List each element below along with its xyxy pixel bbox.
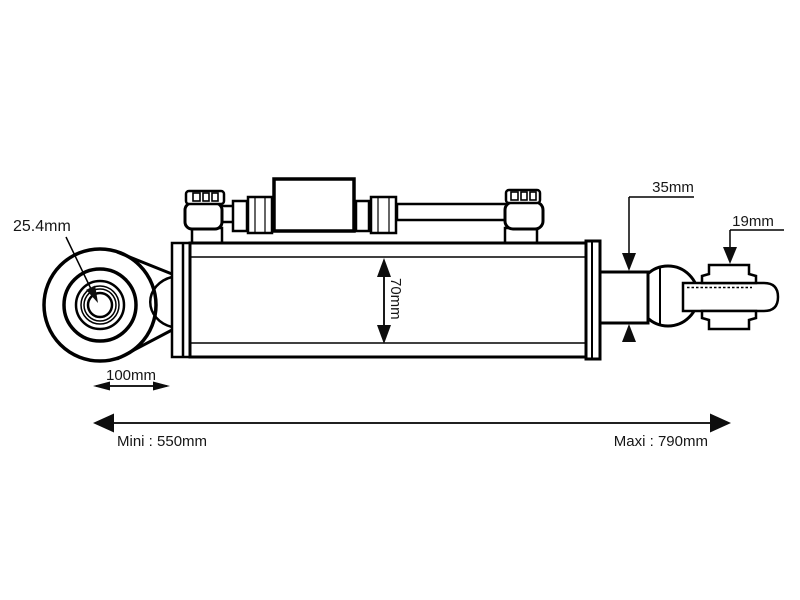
left-cap-rib — [211, 192, 219, 202]
right-cap-rib — [520, 191, 528, 201]
overall-arrow-right — [710, 413, 731, 433]
eye-bore — [86, 291, 114, 319]
left-cap-rib — [192, 192, 201, 202]
left-collar — [231, 199, 249, 233]
rod-diameter-label: 35mm — [652, 179, 694, 196]
dimension-overall-length: Mini : 550mm Maxi : 790mm — [93, 413, 731, 450]
eye-length-label: 100mm — [106, 367, 156, 384]
rod-arrow-down — [622, 253, 636, 271]
cylinder-body — [170, 239, 602, 361]
valve-block — [272, 177, 356, 233]
bore-leader-line — [65, 236, 92, 290]
piston-rod — [598, 270, 650, 325]
left-hex-nut — [246, 195, 274, 235]
right-pipe — [395, 202, 509, 222]
barrel — [188, 241, 588, 359]
shaft-collar-top — [700, 263, 758, 285]
rod-end-assembly — [598, 263, 780, 331]
eye-bore-outer — [83, 288, 117, 322]
bore-arrowhead — [86, 285, 98, 303]
right-elbow-fitting — [503, 200, 545, 231]
eye-boss-dome — [149, 275, 173, 329]
right-cap-rib — [529, 191, 537, 201]
eye-end — [42, 247, 173, 363]
cylinder-diameter-label: 70mm — [387, 278, 404, 320]
eye-length-arrow-right — [153, 381, 170, 391]
cylinder-arrow-down — [377, 325, 391, 344]
hose-assembly — [183, 177, 545, 246]
eye-ball — [74, 279, 126, 331]
threaded-shaft — [681, 281, 780, 313]
rod-arrow-up — [622, 324, 636, 342]
left-elbow-fitting — [183, 201, 224, 231]
eye-bore-chamfer — [80, 285, 120, 325]
eye-ball-race — [62, 267, 138, 343]
eye-outer-ring — [42, 247, 158, 363]
dimension-rod: 35mm — [622, 179, 694, 342]
bore-diameter-label: 25.4mm — [13, 218, 71, 235]
right-hex-nut — [369, 195, 398, 235]
right-collar — [354, 199, 371, 233]
length-min-label: Mini : 550mm — [117, 433, 207, 450]
right-cap-rib — [510, 191, 519, 201]
dimension-eye-length: 100mm — [93, 367, 170, 391]
dimension-cylinder-diameter: 70mm — [377, 258, 404, 344]
cylinder-arrow-up — [377, 258, 391, 277]
left-cap-rib — [202, 192, 210, 202]
shaft-collar-bottom — [700, 309, 758, 331]
thread-diameter-label: 19mm — [732, 213, 774, 230]
overall-arrow-left — [93, 413, 114, 433]
length-max-label: Maxi : 790mm — [614, 433, 708, 450]
dimension-bore: 25.4mm — [13, 218, 98, 303]
left-gland-plate — [170, 241, 192, 359]
eye-length-arrow-left — [93, 381, 110, 391]
thread-arrow-down — [723, 247, 737, 264]
dimension-thread: 19mm — [723, 213, 784, 264]
